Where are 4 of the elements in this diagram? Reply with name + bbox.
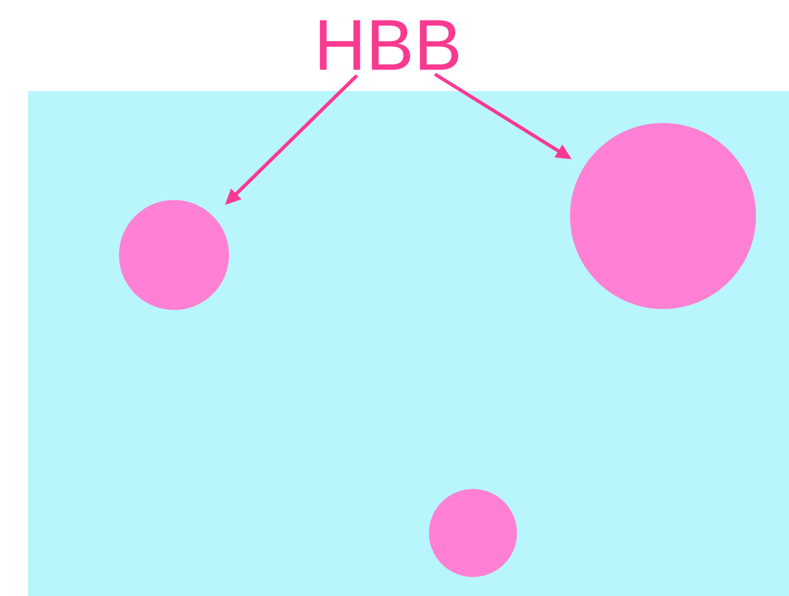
circle-shape bbox=[429, 488, 517, 577]
circle-shape bbox=[119, 200, 229, 310]
label-text: HBB bbox=[320, 20, 458, 70]
circle-shape bbox=[570, 123, 756, 309]
